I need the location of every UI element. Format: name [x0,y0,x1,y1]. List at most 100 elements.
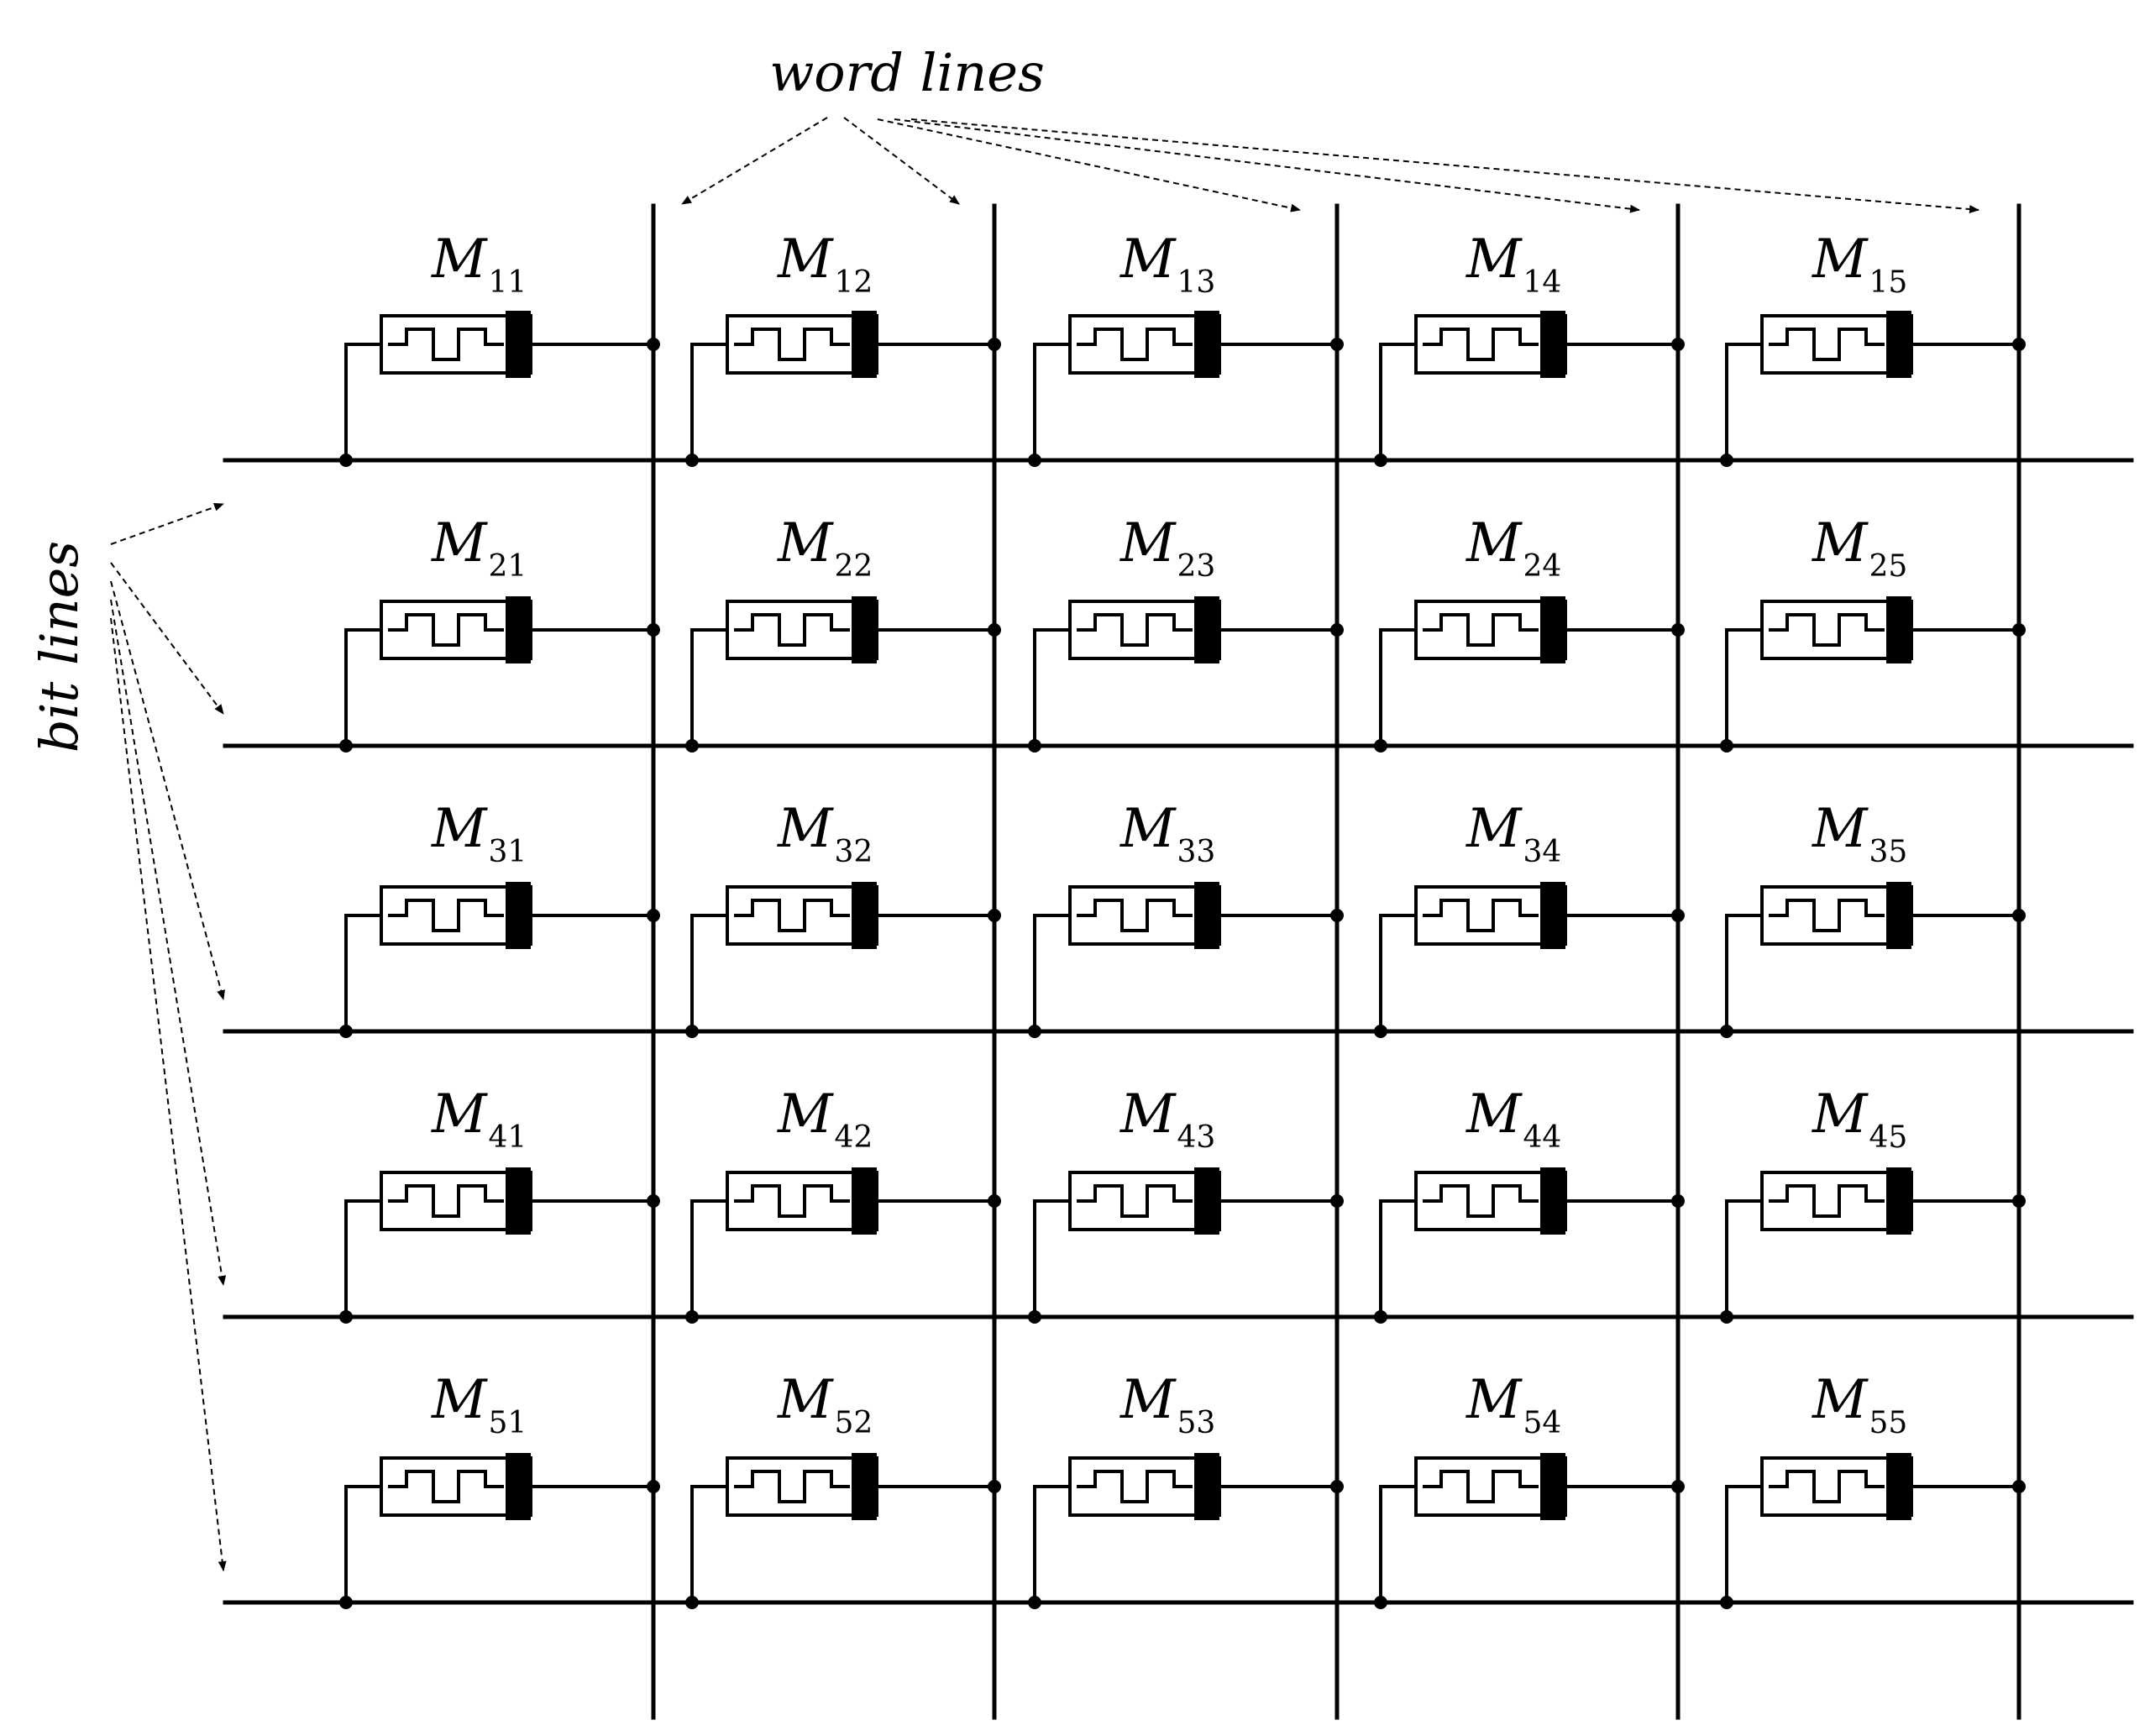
bit-line-arrow [110,503,224,545]
junction-dot [339,1025,353,1038]
cell-wire [1379,343,1416,460]
cell-label: M23 [1119,512,1215,584]
memristor-zigzag [1077,328,1193,361]
memristor-cell: M55 [1720,1369,2026,1609]
memristor-zigzag [1769,613,1885,647]
word-line-arrow [894,118,1640,213]
junction-dot [1330,338,1344,351]
junction-dot [647,338,660,351]
cell-wire [690,914,727,1031]
junction-dot [685,739,699,753]
junction-dot [685,1025,699,1038]
memristor-zigzag [1423,1184,1539,1218]
memristor-polarity-band [506,1167,531,1235]
junction-dot [1720,454,1733,467]
junction-dot [1671,623,1685,637]
junction-dot [339,1596,353,1609]
junction-dot [1028,739,1041,753]
memristor-cell: M21 [339,512,660,753]
cell-label: M14 [1466,228,1561,300]
junction-dot [2012,623,2026,637]
memristor-polarity-band [1194,882,1219,949]
cell-wire [1379,1199,1416,1317]
junction-dot [988,909,1001,922]
junction-dot [1671,338,1685,351]
cell-label: M21 [431,512,527,584]
cell-wire [690,343,727,460]
cell-label: M11 [431,228,527,300]
cell-label: M33 [1119,798,1215,869]
cell-label: M44 [1466,1083,1561,1155]
memristor-zigzag [388,1184,504,1218]
memristor-cell: M33 [1028,798,1344,1038]
memristor-cell: M32 [685,798,1001,1038]
bit-line-arrow [110,580,225,1000]
memristor-cell: M24 [1374,512,1685,753]
memristor-zigzag [388,1470,504,1503]
junction-dot [1671,1194,1685,1208]
memristor-cell: M14 [1374,228,1685,467]
memristor-polarity-band [852,1453,877,1520]
memristor-zigzag [1423,1470,1539,1503]
cell-label: M55 [1812,1369,1907,1440]
memristor-polarity-band [1886,882,1911,949]
junction-dot [2012,1194,2026,1208]
junction-dot [1028,1025,1041,1038]
junction-dot [647,623,660,637]
memristor-polarity-band [1540,596,1565,663]
memristor-cell: M34 [1374,798,1685,1038]
junction-dot [1028,454,1041,467]
memristor-polarity-band [506,882,531,949]
memristor-polarity-band [1886,311,1911,378]
word-line-arrow [681,117,828,205]
cell-wire [344,914,381,1031]
memristor-polarity-band [1194,1453,1219,1520]
junction-dot [685,454,699,467]
cell-label: M52 [777,1369,873,1440]
junction-dot [647,1480,660,1493]
junction-dot [1671,1480,1685,1493]
memristor-polarity-band [1540,1167,1565,1235]
cell-wire [1725,1199,1762,1317]
bit-line-group [223,458,2134,1605]
junction-dot [988,623,1001,637]
bit-line-arrow [110,599,227,1286]
junction-dot [988,338,1001,351]
cell-wire [344,1199,381,1317]
cell-wire [344,1485,381,1602]
annotation-arrow-group [110,117,1979,1571]
bit-line-arrow [110,562,224,715]
bit-lines-label: bit lines [29,541,90,753]
junction-dot [1028,1310,1041,1324]
cell-label: M35 [1812,798,1907,869]
memristor-cell: M31 [339,798,660,1038]
junction-dot [1028,1596,1041,1609]
cell-label: M24 [1466,512,1561,584]
junction-dot [685,1310,699,1324]
cell-wire [1379,1485,1416,1602]
junction-dot [2012,1480,2026,1493]
word-line-arrow [877,118,1301,212]
junction-dot [1720,739,1733,753]
memristor-polarity-band [1540,311,1565,378]
memristor-zigzag [1769,1470,1885,1503]
memristor-cell: M23 [1028,512,1344,753]
memristor-cell: M15 [1720,228,2026,467]
junction-dot [1374,1025,1387,1038]
cell-wire [690,1199,727,1317]
memristor-polarity-band [1886,1453,1911,1520]
memristor-cell: M25 [1720,512,2026,753]
memristor-zigzag [388,899,504,932]
cell-wire [1033,343,1070,460]
cell-wire [344,343,381,460]
cell-wire [1033,1199,1070,1317]
memristor-cell: M51 [339,1369,660,1609]
memristor-cell: M11 [339,228,660,467]
word-line-arrow [910,118,1979,214]
memristor-polarity-band [506,596,531,663]
cell-label: M43 [1119,1083,1215,1155]
junction-dot [2012,338,2026,351]
word-line-arrow [843,117,960,205]
memristor-polarity-band [1540,882,1565,949]
cell-wire [1379,628,1416,746]
